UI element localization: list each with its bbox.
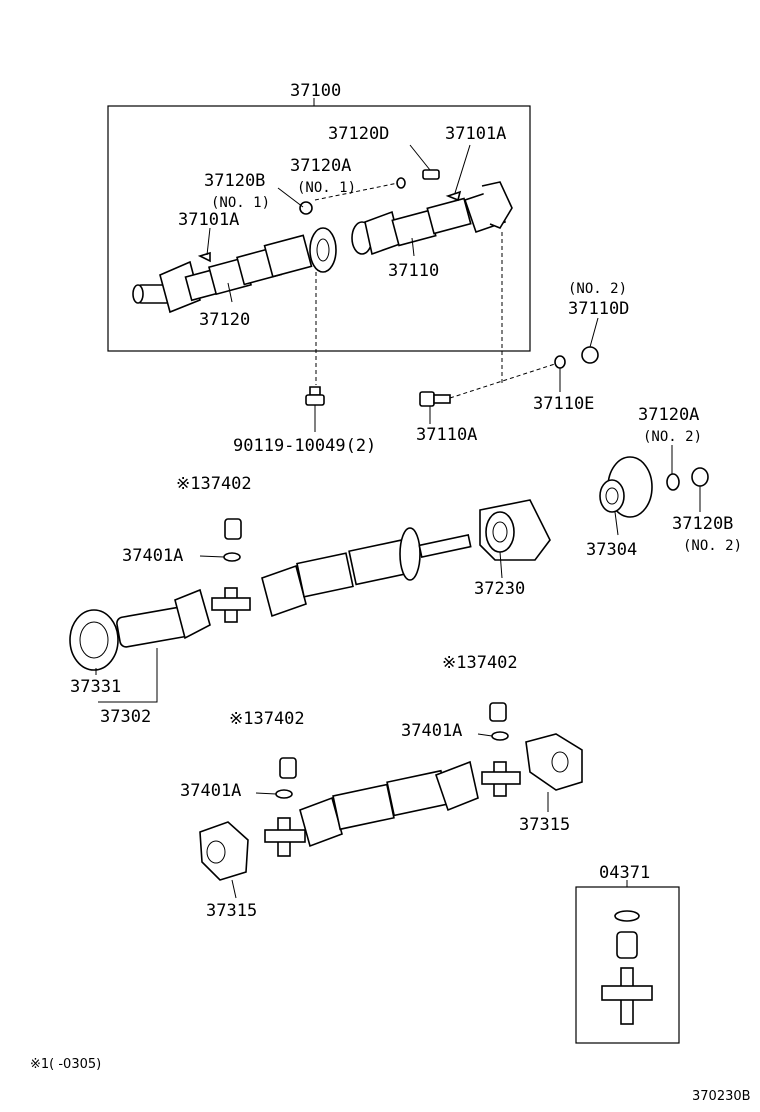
- bolt-90119: [305, 386, 325, 406]
- center-bearing-37230: [479, 499, 551, 561]
- kit-04371-contents: [601, 910, 653, 1025]
- washer-37110E: [554, 355, 566, 369]
- label-37402-b: ※137402: [442, 653, 518, 673]
- label-37110D: 37110D: [568, 299, 629, 319]
- spider-lower-left: [264, 817, 306, 857]
- assembly-37100-box: [107, 105, 531, 352]
- label-37120B-mid: 37120B: [672, 514, 733, 534]
- label-04371: 04371: [599, 863, 650, 883]
- snap-ring-37401A-b: [491, 731, 509, 741]
- bearing-cup-37402-b: [489, 702, 507, 722]
- label-90119-10049: 90119-10049(2): [233, 436, 376, 456]
- label-37402-a: ※137402: [176, 474, 252, 494]
- label-37120A-mid-no: (NO. 2): [643, 429, 702, 445]
- label-37331: 37331: [70, 677, 121, 697]
- label-37401A-a: 37401A: [122, 546, 183, 566]
- oil-seal-37331: [69, 609, 119, 671]
- label-37401A-b: 37401A: [401, 721, 462, 741]
- label-37120D: 37120D: [328, 124, 389, 144]
- flange-yoke-37315-right: [525, 733, 583, 791]
- bearing-cup-37402-c: [279, 757, 297, 779]
- small-fasteners-top: [197, 169, 462, 263]
- label-37110: 37110: [388, 261, 439, 281]
- label-37101A-left: 37101A: [178, 210, 239, 230]
- nut-37110D: [581, 346, 599, 364]
- label-37120B-mid-no: (NO. 2): [683, 538, 742, 554]
- label-37315-right: 37315: [519, 815, 570, 835]
- flange-yoke-37315-left: [199, 821, 249, 881]
- label-37304: 37304: [586, 540, 637, 560]
- label-37101A-top: 37101A: [445, 124, 506, 144]
- snap-ring-37401A-c: [275, 789, 293, 799]
- label-37401A-c: 37401A: [180, 781, 241, 801]
- spider-lower-right: [481, 761, 521, 797]
- label-37230: 37230: [474, 579, 525, 599]
- label-37110A: 37110A: [416, 425, 477, 445]
- label-37402-c: ※137402: [229, 709, 305, 729]
- propeller-shaft-37120: [132, 227, 337, 314]
- spider-top: [211, 587, 251, 623]
- label-37315-left: 37315: [206, 901, 257, 921]
- label-37120B-top-no: (NO. 1): [211, 195, 270, 211]
- label-37110E: 37110E: [533, 394, 594, 414]
- sleeve-yoke-37302: [116, 588, 211, 648]
- label-37100: 37100: [290, 81, 341, 101]
- flange-37304: [599, 456, 653, 518]
- snap-ring-37401A-a: [223, 552, 241, 562]
- bearing-cup-37402-a: [224, 518, 242, 540]
- label-37120B-top: 37120B: [204, 171, 265, 191]
- label-37120A-top-no: (NO. 1): [297, 180, 356, 196]
- propeller-shaft-lower: [299, 760, 479, 848]
- label-37120: 37120: [199, 310, 250, 330]
- label-37302: 37302: [100, 707, 151, 727]
- label-37110D-no: (NO. 2): [568, 281, 627, 297]
- diagram-code: 370230B: [692, 1089, 751, 1104]
- propeller-shaft-37230: [261, 527, 472, 618]
- washer-37120A-no2: [666, 473, 680, 491]
- nut-37120B-no2: [691, 467, 709, 487]
- label-37120A-top: 37120A: [290, 156, 351, 176]
- label-37120A-mid: 37120A: [638, 405, 699, 425]
- propeller-shaft-37110: [351, 181, 513, 256]
- footnote: ※1( -0305): [30, 1057, 101, 1072]
- bolt-37110A: [419, 391, 451, 407]
